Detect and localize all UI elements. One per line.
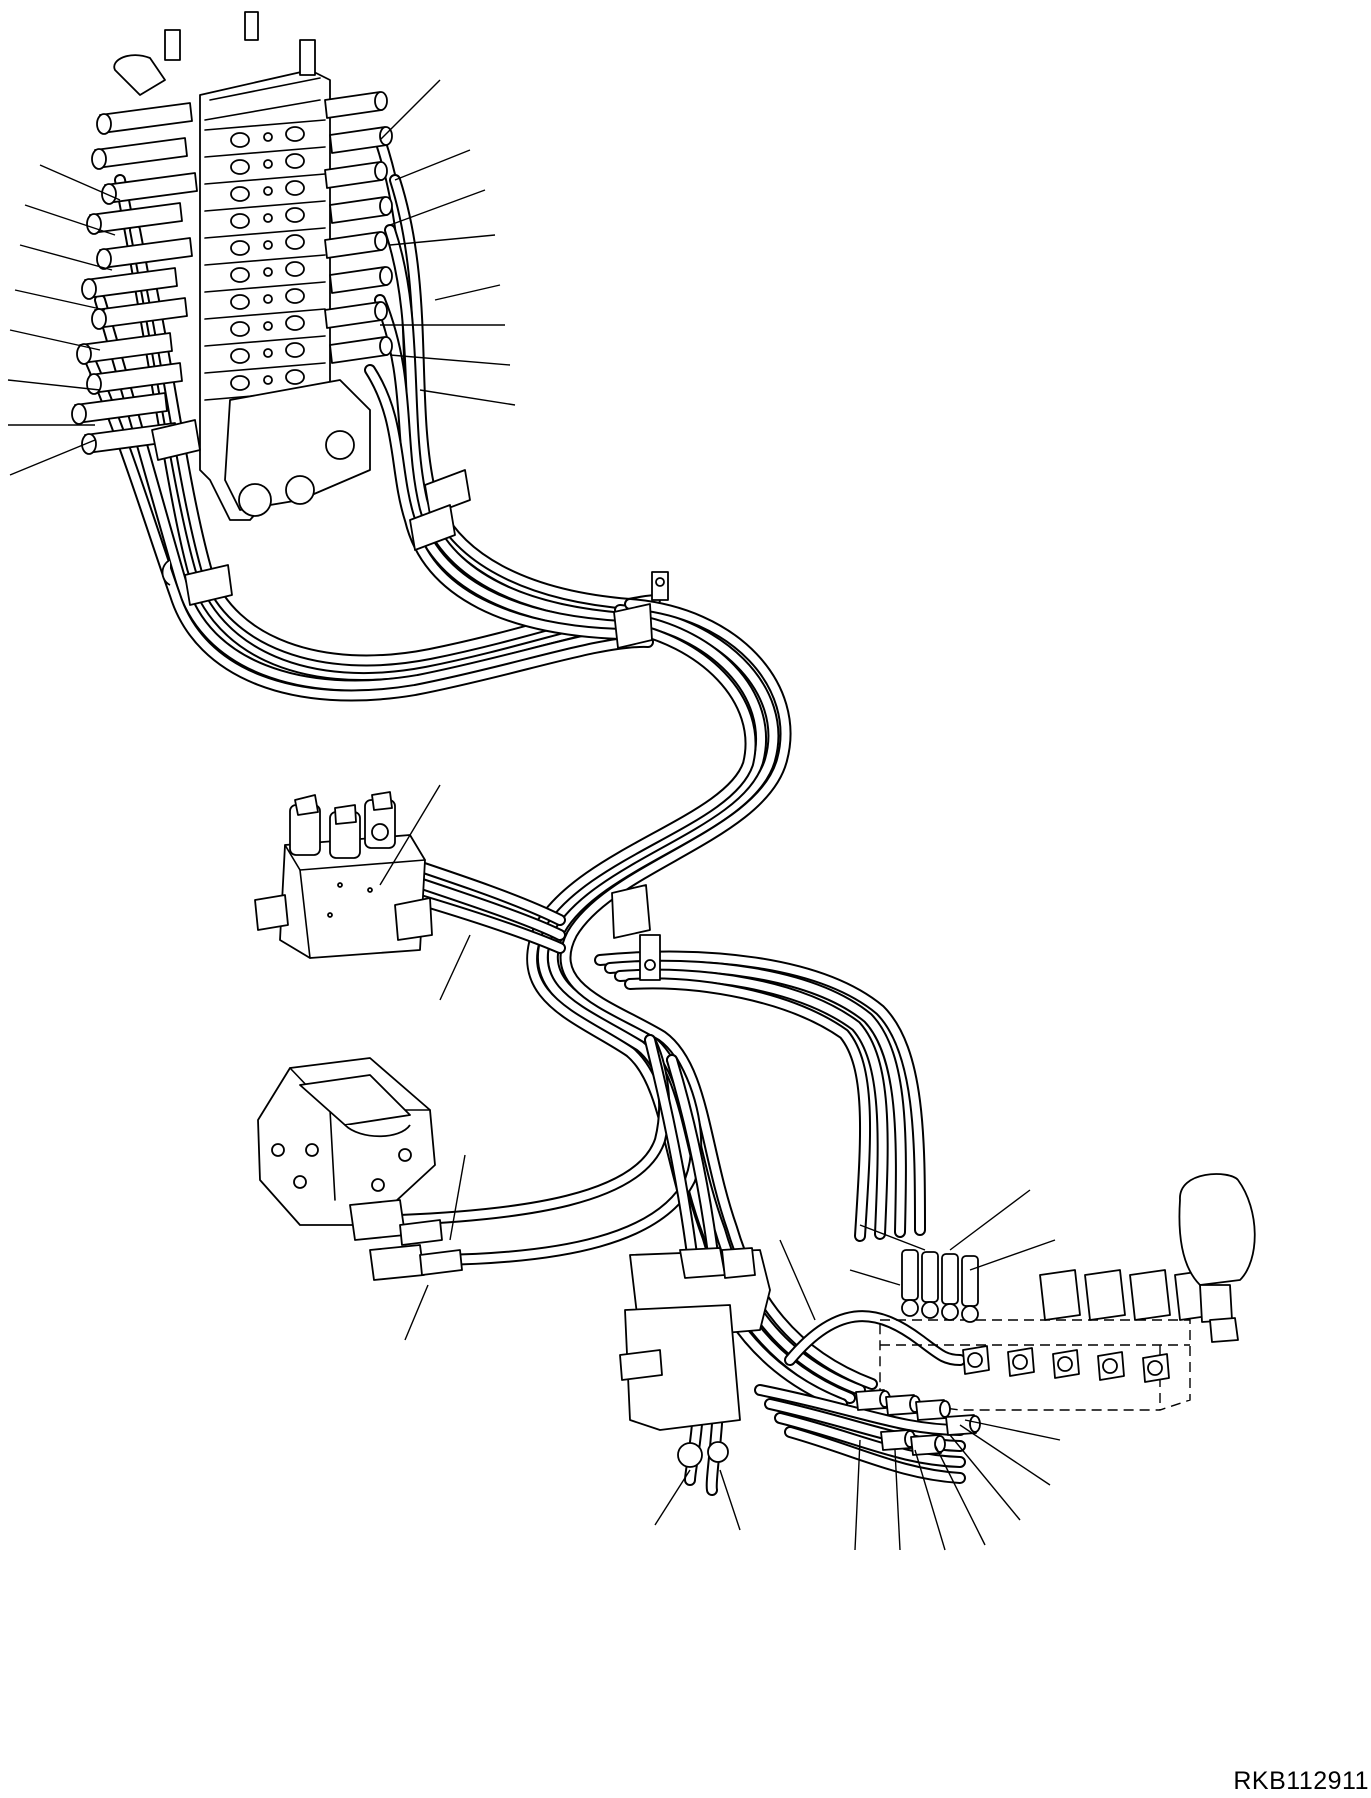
solenoid-valve-block: [254, 791, 433, 959]
hose-clamps: [151, 419, 669, 981]
lower-valve-block: [619, 1247, 771, 1468]
control-valve-left-fittings: [71, 102, 198, 455]
drawing-code: RKB112911: [1233, 1767, 1369, 1795]
pedal-valve: [257, 1057, 463, 1281]
right-solenoid-valve-block: [855, 1173, 1256, 1456]
main-control-valve: [113, 11, 371, 521]
callout-leader-lines: [7, 79, 1061, 1551]
